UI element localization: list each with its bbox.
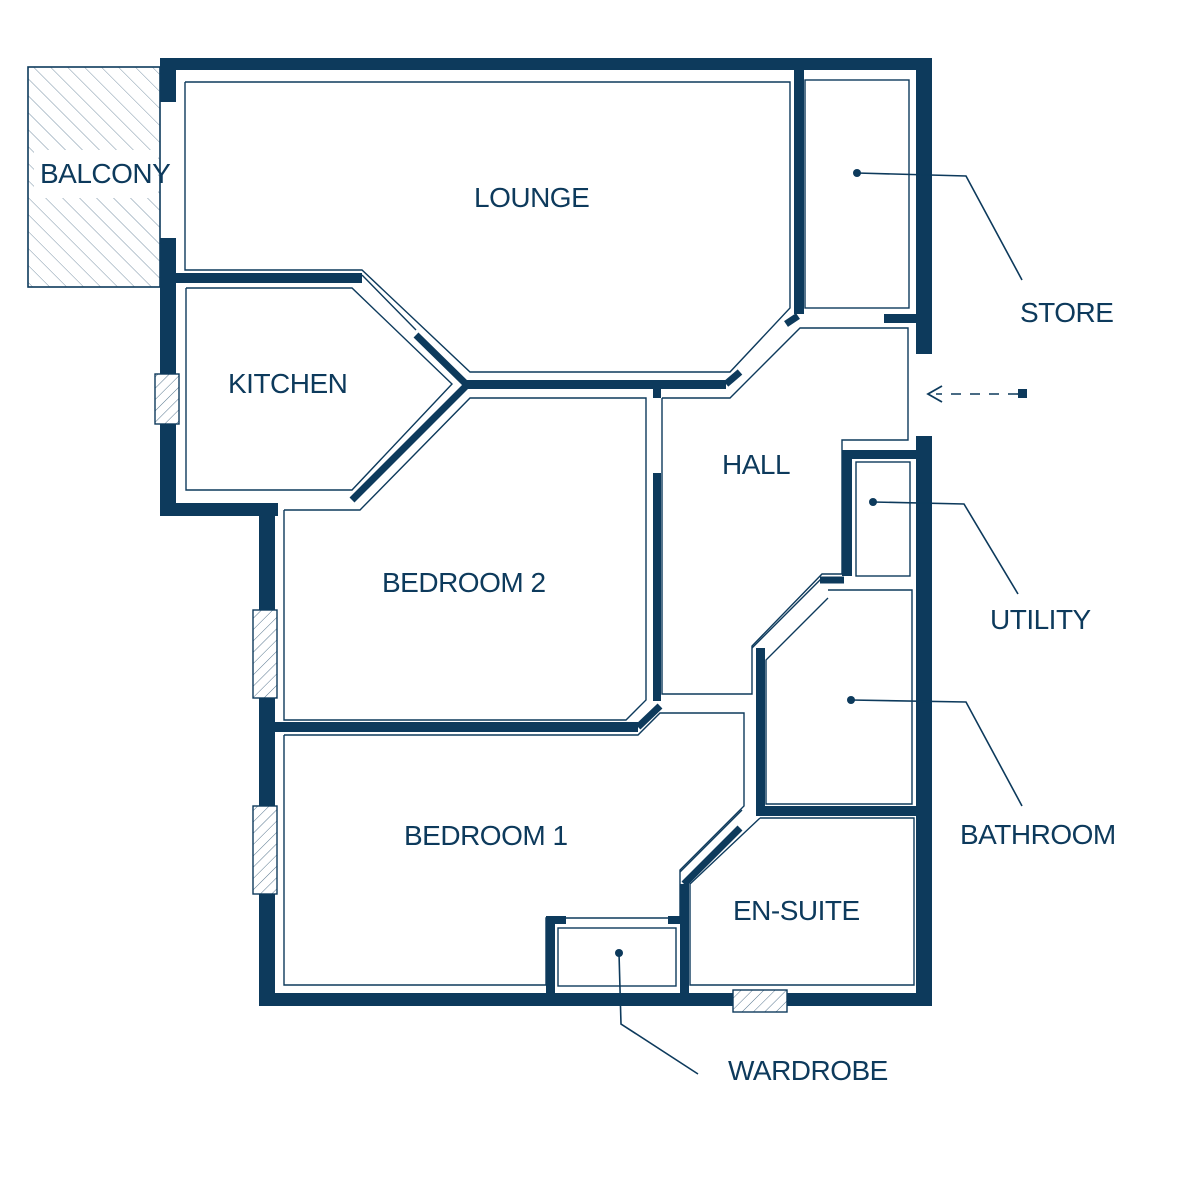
utility-callout: UTILITY xyxy=(869,498,1092,635)
store-label: STORE xyxy=(1020,297,1113,328)
balcony-label: BALCONY xyxy=(40,158,171,189)
store-callout: STORE xyxy=(853,169,1114,328)
wardrobe-label: WARDROBE xyxy=(728,1055,888,1086)
bedroom1-label: BEDROOM 1 xyxy=(404,820,568,851)
hall-label: HALL xyxy=(722,449,790,480)
diagonal-walls xyxy=(349,274,844,887)
ensuite-label: EN-SUITE xyxy=(733,895,860,926)
bedroom2-window xyxy=(252,609,278,699)
bathroom-label: BATHROOM xyxy=(960,819,1116,850)
interior-walls xyxy=(160,68,918,1006)
kitchen-label: KITCHEN xyxy=(228,368,347,399)
inner-outlines xyxy=(184,79,915,987)
bathroom-callout: BATHROOM xyxy=(847,696,1116,850)
bedroom1-window xyxy=(252,805,278,895)
balcony-area xyxy=(27,66,161,288)
wardrobe-callout: WARDROBE xyxy=(615,949,888,1086)
kitchen-window xyxy=(154,373,180,425)
bedroom2-label: BEDROOM 2 xyxy=(382,567,546,598)
windows xyxy=(154,373,788,1013)
lounge-label: LOUNGE xyxy=(474,182,589,213)
entrance-arrow-icon xyxy=(926,385,1027,403)
utility-label: UTILITY xyxy=(990,604,1092,635)
ensuite-window xyxy=(732,989,788,1013)
